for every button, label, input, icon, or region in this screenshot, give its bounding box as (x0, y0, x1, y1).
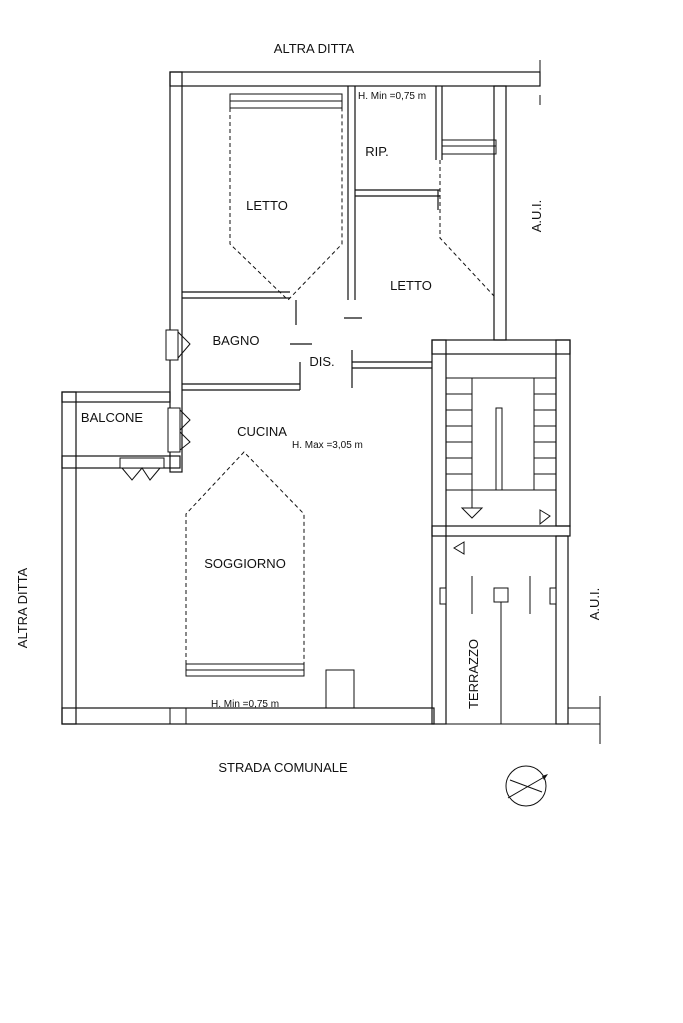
stair-handrail (495, 407, 503, 491)
balcone-top-wall (61, 391, 171, 403)
interior-walls (119, 86, 497, 481)
room-rip: RIP. (365, 144, 389, 159)
terrace-fixture-box (493, 587, 509, 603)
label-h-max: H. Max =3,05 m (292, 440, 363, 451)
outer-walls (61, 60, 601, 744)
label-neighbor-left: ALTRA DITTA (15, 567, 30, 648)
stair-top-wall (431, 339, 571, 355)
sofa-outline (185, 451, 305, 664)
left-wall-lower (61, 391, 77, 725)
right-wall-upper (493, 85, 507, 341)
left-wall-upper (169, 71, 183, 473)
terrace-right-wall (555, 535, 569, 725)
room-cucina: CUCINA (237, 424, 287, 439)
label-neighbor-top: ALTRA DITTA (274, 41, 355, 56)
bagno-window-swing (177, 331, 191, 359)
staircase (446, 377, 556, 555)
terrace-fixtures (471, 576, 531, 724)
label-aui-top: A.U.I. (529, 200, 544, 233)
balcone-window-swing (121, 467, 161, 481)
label-h-min-bottom: H. Min =0,75 m (211, 699, 279, 710)
bagno-window (165, 329, 179, 361)
triangle-left-icon (453, 541, 465, 555)
bottom-wall (61, 707, 435, 725)
room-soggiorno: SOGGIORNO (204, 556, 286, 571)
terrace-wall-mark-left (439, 587, 447, 605)
bed2-outline (439, 160, 495, 297)
balcone-window (119, 457, 165, 469)
balcone-door-swing-2 (179, 431, 191, 451)
compass-icon (505, 765, 548, 807)
terrace-wall-mark-right (549, 587, 557, 605)
stair-left-wall (431, 339, 447, 725)
room-terrazzo: TERRAZZO (466, 639, 481, 709)
stair-down-arrow-icon (460, 507, 484, 519)
labels: ALTRA DITTA ALTRA DITTA A.U.I. A.U.I. ST… (15, 41, 602, 775)
balcone-door-swing-1 (179, 409, 191, 431)
cabinet (325, 669, 355, 709)
room-letto-2: LETTO (390, 278, 432, 293)
room-balcone: BALCONE (81, 410, 143, 425)
stair-core (471, 377, 535, 491)
balcone-door (167, 407, 181, 453)
top-wall (169, 71, 541, 87)
closet-bar (441, 139, 497, 155)
room-letto-1: LETTO (246, 198, 288, 213)
stair-bottom-wall (431, 525, 571, 537)
stair-right-wall (555, 339, 571, 527)
label-street: STRADA COMUNALE (218, 760, 348, 775)
room-dis: DIS. (309, 354, 334, 369)
furniture (185, 93, 495, 709)
triangle-right-icon (539, 509, 551, 526)
bed1-outline (229, 108, 343, 301)
room-bagno: BAGNO (213, 333, 260, 348)
label-aui-bottom: A.U.I. (587, 588, 602, 621)
label-h-min-top: H. Min =0,75 m (358, 91, 426, 102)
